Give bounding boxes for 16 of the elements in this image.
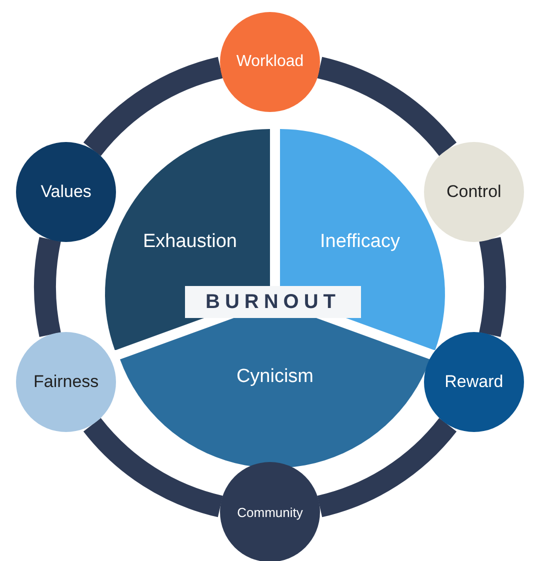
segment-label: Inefficacy [320, 230, 400, 253]
ring-segment [34, 238, 61, 336]
factor-label: Reward [444, 372, 504, 392]
title-tag: BURNOUT [185, 286, 361, 318]
ring-segment [316, 56, 456, 156]
ring-segment [84, 56, 224, 156]
factor-label: Values [40, 182, 92, 202]
ring-segment [84, 418, 224, 518]
factor-label: Workload [236, 53, 304, 71]
segment-label: Cynicism [236, 366, 314, 388]
factor-label: Community [237, 504, 303, 520]
factor-label: Fairness [33, 372, 99, 392]
factor-label: Control [446, 182, 502, 202]
ring-segment [479, 238, 506, 336]
ring-segment [316, 418, 456, 518]
segment-label: Exhaustion [142, 230, 237, 253]
